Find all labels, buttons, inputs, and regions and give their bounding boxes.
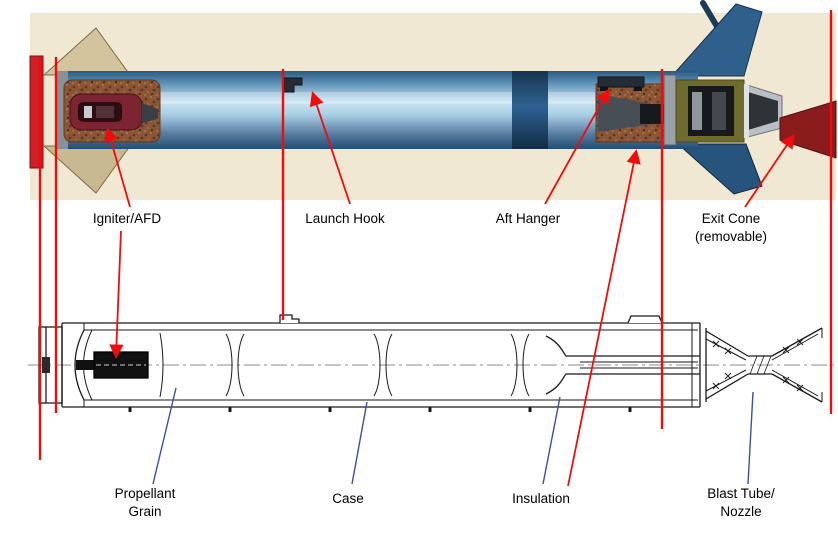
callout-lines-blue	[152, 387, 754, 485]
nozzle-entrance	[640, 104, 664, 124]
nozzle-hardware-light	[692, 92, 702, 130]
grain-slot-3	[510, 333, 518, 397]
callout-insulation-drawing	[542, 396, 561, 485]
label-aft-hanger: Aft Hanger	[495, 211, 561, 226]
label-blast-tube-line2: Nozzle	[720, 504, 762, 519]
callout-insulation-top	[567, 149, 641, 487]
dark-band	[512, 71, 548, 149]
aft-hanger-foot-right	[634, 87, 642, 91]
launch-hook-drawing	[279, 314, 300, 323]
label-launch-hook: Launch Hook	[305, 211, 385, 226]
weld-marks	[712, 338, 804, 392]
label-igniter-afd: Igniter/AFD	[92, 211, 162, 226]
case-bolt-ticks	[128, 407, 632, 412]
annotations	[38, 10, 833, 487]
aft-fin-bottom	[676, 143, 763, 195]
callout-exit-cone	[744, 133, 795, 208]
aft-hanger-top-view	[597, 76, 645, 88]
grain-forward-face	[159, 332, 164, 398]
label-exit-cone-line2: (removable)	[694, 229, 768, 244]
motor-body	[56, 71, 698, 149]
callout-aft-hanger	[544, 88, 610, 205]
label-propellant-line1: Propellant	[114, 486, 176, 501]
grain-slot-2	[373, 333, 381, 397]
callout-igniter-bottom	[109, 230, 124, 359]
aft-hanger-foot-left	[600, 87, 608, 91]
grain-slot-1	[225, 333, 233, 397]
label-blast-tube-nozzle: Blast Tube/ Nozzle	[707, 485, 775, 521]
label-exit-cone-line1: Exit Cone	[701, 211, 761, 226]
callout-launch-hook	[309, 91, 351, 205]
aft-hanger-drawing	[627, 315, 663, 324]
label-case: Case	[332, 491, 364, 506]
label-propellant-grain: Propellant Grain	[115, 485, 176, 521]
aft-bore-bottom	[545, 373, 700, 395]
label-blast-tube-line1: Blast Tube/	[707, 486, 775, 501]
callout-blast-tube	[747, 391, 754, 485]
technical-line-drawing	[28, 314, 836, 412]
exit-cone-flange	[744, 84, 749, 138]
alignment-lines	[38, 10, 833, 460]
aft-bore-top	[545, 335, 700, 357]
nozzle-convergent-bottom	[705, 373, 749, 400]
forward-skirt-detail	[42, 357, 50, 373]
callout-case	[351, 401, 368, 485]
forward-dome	[74, 329, 85, 401]
exit-cone-drawing-top	[771, 327, 823, 357]
callout-lines-red	[104, 88, 795, 487]
aft-fin-top	[670, 3, 763, 77]
igniter-detail-light	[84, 106, 92, 118]
callout-propellant	[152, 387, 177, 485]
label-propellant-line2: Grain	[128, 504, 162, 519]
callout-igniter-top	[104, 127, 131, 208]
nozzle-hardware-mid	[712, 92, 726, 130]
igniter-stem-drawing	[76, 360, 94, 370]
exit-cone-bore	[748, 92, 778, 130]
label-insulation: Insulation	[512, 491, 570, 506]
aft-closure-ring	[663, 74, 677, 146]
aft-cavity	[598, 94, 652, 132]
label-exit-cone: Exit Cone (removable)	[695, 210, 767, 246]
exit-cone-drawing-bottom	[771, 373, 823, 403]
igniter-detail-dark	[96, 106, 114, 118]
afd-nozzle	[142, 103, 158, 123]
nozzle-convergent-top	[705, 330, 749, 357]
color-cutaway-illustration	[29, 0, 837, 200]
